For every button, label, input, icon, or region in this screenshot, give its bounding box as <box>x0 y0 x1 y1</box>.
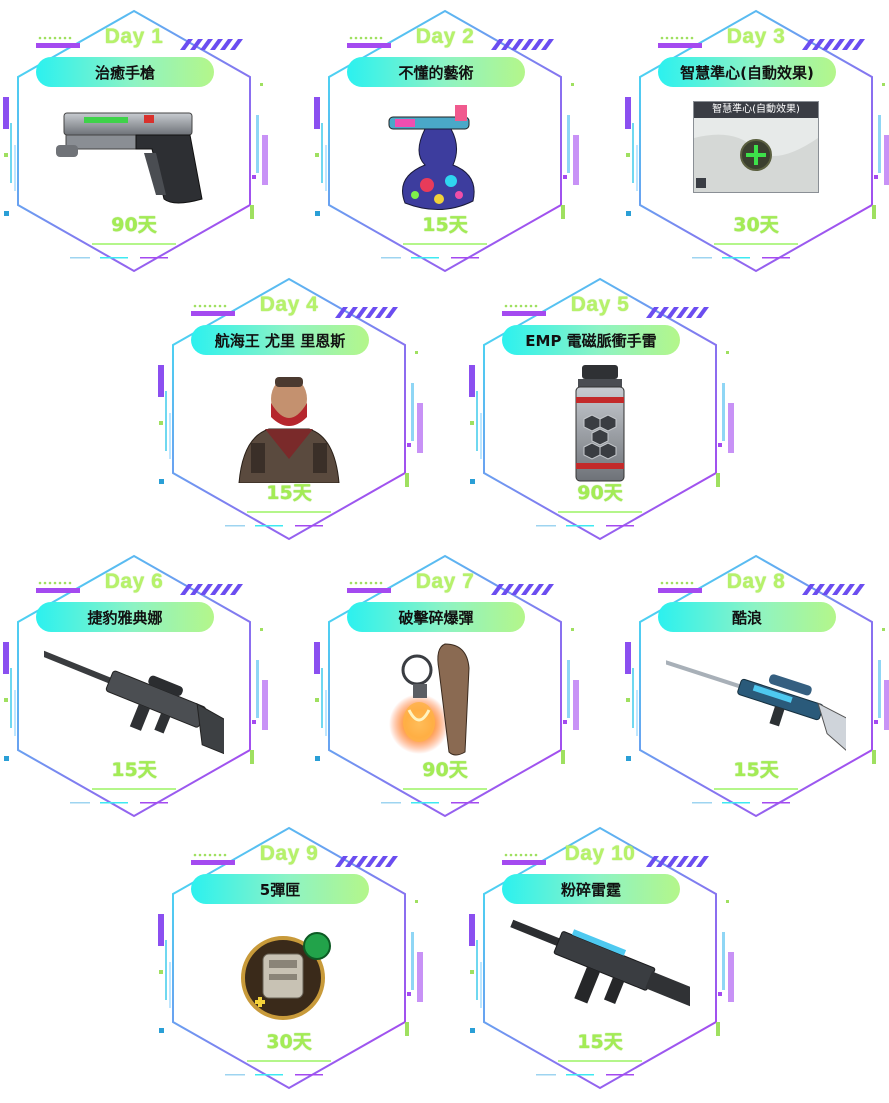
blue-sniper-icon <box>657 640 862 760</box>
item-name-pill: 5彈匣 <box>191 874 369 904</box>
sniper-rifle-icon <box>41 640 239 760</box>
reward-card-day-5: Day 5 EMP 電磁脈衝手雷 90天 <box>466 273 734 541</box>
reward-card-day-4: Day 4 航海王 尤里 里恩斯 15天 <box>155 273 423 541</box>
duration-label: 15天 <box>733 759 779 781</box>
character-icon <box>199 363 379 484</box>
reward-card-day-3: Day 3 智慧準心(自動效果) 智慧準心(自動效果) 30天 <box>622 5 889 273</box>
reward-card-day-10: Day 10 粉碎雷霆 15天 <box>466 822 734 1090</box>
reward-card-day-7: Day 7 破擊碎爆彈 90天 <box>311 550 579 818</box>
assault-rifle-icon <box>510 912 699 1032</box>
duration-label: 90天 <box>577 482 623 504</box>
item-name-pill: 智慧準心(自動效果) <box>658 57 836 87</box>
day-label: Day 2 <box>415 25 475 48</box>
reward-card-day-6: Day 6 捷豹雅典娜 15天 <box>0 550 268 818</box>
magazine-icon <box>199 912 379 1032</box>
day-label: Day 9 <box>259 842 319 865</box>
crosshair-icon: 智慧準心(自動效果) <box>666 95 846 215</box>
crosshair-panel-title: 智慧準心(自動效果) <box>694 102 818 118</box>
item-name-pill: 破擊碎爆彈 <box>347 602 525 632</box>
duration-label: 15天 <box>111 759 157 781</box>
duration-label: 15天 <box>422 214 468 236</box>
reward-card-day-9: Day 9 5彈匣 30天 <box>155 822 423 1090</box>
reward-card-day-1: Day 1 治癒手槍 90天 <box>0 5 268 273</box>
day-label: Day 4 <box>259 293 319 316</box>
duration-label: 15天 <box>266 482 312 504</box>
emp-grenade-icon <box>510 363 690 483</box>
duration-label: 90天 <box>422 759 468 781</box>
day-label: Day 7 <box>415 570 475 593</box>
item-name-pill: 治癒手槍 <box>36 57 214 87</box>
duration-label: 30天 <box>733 214 779 236</box>
item-name-pill: EMP 電磁脈衝手雷 <box>502 325 680 355</box>
day-label: Day 3 <box>726 25 786 48</box>
day-label: Day 10 <box>564 842 636 865</box>
reward-card-day-8: Day 8 酷浪 15天 <box>622 550 889 818</box>
item-name-pill: 捷豹雅典娜 <box>36 602 214 632</box>
grenade-icon <box>355 640 535 760</box>
day-label: Day 6 <box>104 570 164 593</box>
pistol-icon <box>44 95 224 215</box>
item-name-pill: 不懂的藝術 <box>347 57 525 87</box>
duration-label: 90天 <box>111 214 157 236</box>
day-label: Day 1 <box>104 25 164 48</box>
art-gun-icon <box>355 95 535 215</box>
duration-label: 30天 <box>266 1031 312 1053</box>
duration-label: 15天 <box>577 1031 623 1053</box>
crosshair-panel: 智慧準心(自動效果) <box>693 101 819 193</box>
item-name-pill: 酷浪 <box>658 602 836 632</box>
day-label: Day 8 <box>726 570 786 593</box>
item-name-pill: 粉碎雷霆 <box>502 874 680 904</box>
reward-card-day-2: Day 2 不懂的藝術 15天 <box>311 5 579 273</box>
item-name-pill: 航海王 尤里 里恩斯 <box>191 325 369 355</box>
day-label: Day 5 <box>570 293 630 316</box>
